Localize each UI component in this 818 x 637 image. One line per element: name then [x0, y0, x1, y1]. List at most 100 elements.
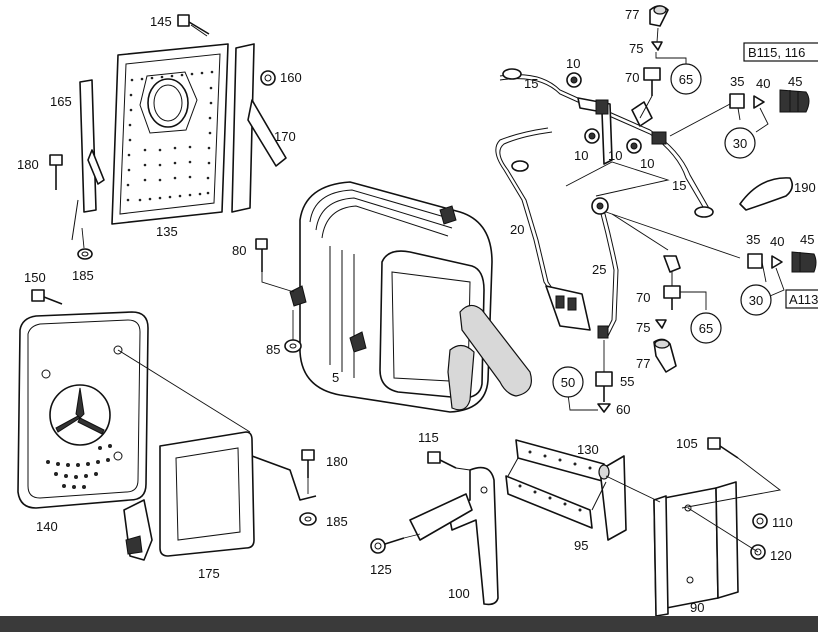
label-35-bottom: 35 [746, 232, 760, 247]
label-150: 150 [24, 270, 46, 285]
callout-30-top: 30 [724, 127, 756, 159]
label-120: 120 [770, 548, 792, 563]
label-60: 60 [616, 402, 630, 417]
label-135: 135 [156, 224, 178, 239]
label-185-right: 185 [326, 514, 348, 529]
star-emblem-icon [55, 387, 105, 435]
label-77-bottom: 77 [636, 356, 650, 371]
label-77-top: 77 [625, 7, 639, 22]
label-45-bottom: 45 [800, 232, 814, 247]
fitting-77-top [649, 5, 669, 27]
svg-text:A113: A113 [789, 292, 818, 307]
callout-30-bottom: 30 [740, 284, 772, 316]
svg-text:65: 65 [679, 72, 693, 87]
label-35-top: 35 [730, 74, 744, 89]
fitting-75-bottom [655, 319, 667, 329]
nut-110 [752, 513, 768, 529]
tee-70-top [643, 67, 661, 96]
nut-160 [260, 70, 276, 86]
bolt-125 [370, 537, 405, 554]
label-5: 5 [332, 370, 339, 385]
label-45-top: 45 [788, 74, 802, 89]
heat-shield-135 [111, 43, 229, 225]
label-110: 110 [772, 515, 793, 530]
svg-text:30: 30 [749, 293, 763, 308]
label-140: 140 [36, 519, 58, 534]
label-95: 95 [574, 538, 588, 553]
bolt-145 [177, 14, 210, 37]
callout-50: 50 [552, 366, 584, 398]
label-80: 80 [232, 243, 246, 258]
label-75-bottom: 75 [636, 320, 650, 335]
bracket-90 [653, 481, 739, 617]
cable-tie-190 [739, 177, 794, 211]
label-90: 90 [690, 600, 704, 615]
washer-185-right [299, 512, 317, 526]
bolt-150 [31, 289, 63, 305]
label-15-b: 15 [672, 178, 686, 193]
sensor-35-40-45-bottom [747, 251, 817, 273]
fitting-60 [597, 403, 611, 413]
bracket-170 [231, 43, 287, 213]
label-10-a: 10 [566, 56, 580, 71]
svg-text:65: 65 [699, 321, 713, 336]
tee-70-bottom [663, 255, 681, 310]
label-180-left: 180 [17, 157, 39, 172]
muffler-5 [289, 181, 532, 413]
svg-text:30: 30 [733, 136, 747, 151]
svg-text:B115, 116: B115, 116 [748, 45, 805, 60]
label-10-c: 10 [608, 148, 622, 163]
label-25: 25 [592, 262, 606, 277]
bolt-115 [427, 451, 457, 469]
label-70-top: 70 [625, 70, 639, 85]
ref-box-b115-116: B115, 116 [743, 42, 818, 62]
washer-185-left [77, 248, 93, 260]
bracket-100 [409, 466, 499, 606]
cover-panel-140 [17, 311, 149, 509]
label-180-right: 180 [326, 454, 348, 469]
window-bottom-edge [0, 616, 818, 632]
sensor-holder [577, 97, 667, 165]
ref-box-a113: A113 [785, 289, 818, 309]
label-190: 190 [794, 180, 816, 195]
label-105: 105 [676, 436, 698, 451]
bolt-180-right [301, 449, 315, 478]
label-55: 55 [620, 374, 634, 389]
bracket-130 [505, 439, 627, 541]
fitting-77-bottom [653, 338, 677, 373]
label-20: 20 [510, 222, 524, 237]
sensor-cable-25 [591, 197, 619, 339]
label-85: 85 [266, 342, 280, 357]
label-165: 165 [50, 94, 72, 109]
part-labels: 145 160 165 170 180 135 185 80 85 5 150 … [17, 7, 816, 615]
label-100: 100 [448, 586, 470, 601]
clamp-10-b [584, 128, 600, 144]
vent-holes [46, 444, 112, 489]
perforation-pattern [126, 70, 214, 202]
label-130: 130 [577, 442, 599, 457]
label-185-left: 185 [72, 268, 94, 283]
label-10-b: 10 [574, 148, 588, 163]
bolt-80 [255, 238, 268, 272]
callout-65-bottom: 65 [690, 312, 722, 344]
label-10-d: 10 [640, 156, 654, 171]
callout-65-top: 65 [670, 63, 702, 95]
label-40-bottom: 40 [770, 234, 784, 249]
label-125: 125 [370, 562, 392, 577]
washer-85 [284, 339, 302, 353]
bolt-180-left [49, 154, 63, 190]
fitting-75-top [651, 41, 663, 51]
label-70-bottom: 70 [636, 290, 650, 305]
tee-55 [595, 371, 613, 402]
svg-text:50: 50 [561, 375, 575, 390]
label-175: 175 [198, 566, 220, 581]
bracket-165 [71, 79, 105, 241]
label-145: 145 [150, 14, 172, 29]
label-15-a: 15 [524, 76, 538, 91]
label-75-top: 75 [629, 41, 643, 56]
bolt-105 [707, 437, 739, 459]
sensor-cable-20 [495, 127, 591, 331]
clamp-10-c [626, 138, 642, 154]
bracket-130-holes [518, 450, 592, 512]
